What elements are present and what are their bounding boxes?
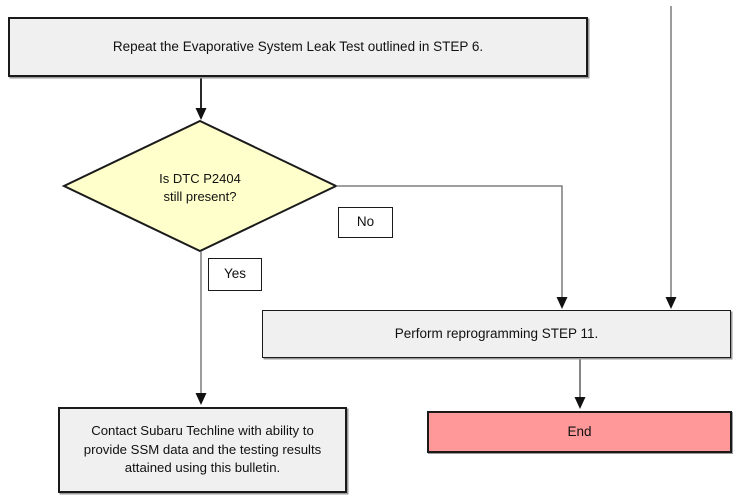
yes-connector-label: Yes bbox=[208, 258, 262, 291]
contact-line-1: Contact Subaru Techline with ability to bbox=[91, 422, 314, 438]
repeat-leak-test-box: Repeat the Evaporative System Leak Test … bbox=[8, 17, 588, 77]
contact-techline-box: Contact Subaru Techline with ability to … bbox=[58, 407, 347, 493]
arrowhead-no-into-reprogram bbox=[556, 297, 568, 309]
arrowhead-into-contact bbox=[195, 393, 207, 405]
end-label: End bbox=[567, 423, 592, 439]
decision-diamond-text: Is DTC P2404 still present? bbox=[100, 170, 300, 206]
arrowhead-into-end bbox=[574, 397, 586, 409]
no-connector-label: No bbox=[338, 207, 393, 238]
edge-no-to-reprogram bbox=[336, 185, 563, 298]
reprogram-step-box: Perform reprogramming STEP 11. bbox=[262, 310, 731, 358]
yes-label-text: Yes bbox=[223, 266, 247, 282]
reprogram-step-label: Perform reprogramming STEP 11. bbox=[394, 325, 599, 341]
end-box: End bbox=[427, 411, 732, 453]
decision-line-1: Is DTC P2404 bbox=[159, 171, 241, 186]
repeat-leak-test-label: Repeat the Evaporative System Leak Test … bbox=[112, 38, 484, 54]
contact-line-2: provide SSM data and the testing results bbox=[83, 441, 322, 457]
contact-line-3: attained using this bulletin. bbox=[124, 460, 281, 476]
no-label-text: No bbox=[356, 214, 375, 230]
decision-diamond-shape bbox=[61, 119, 339, 253]
arrowhead-top-into-reprogram bbox=[665, 297, 677, 309]
arrowhead-into-decision bbox=[195, 108, 207, 120]
decision-line-2: still present? bbox=[163, 189, 237, 204]
